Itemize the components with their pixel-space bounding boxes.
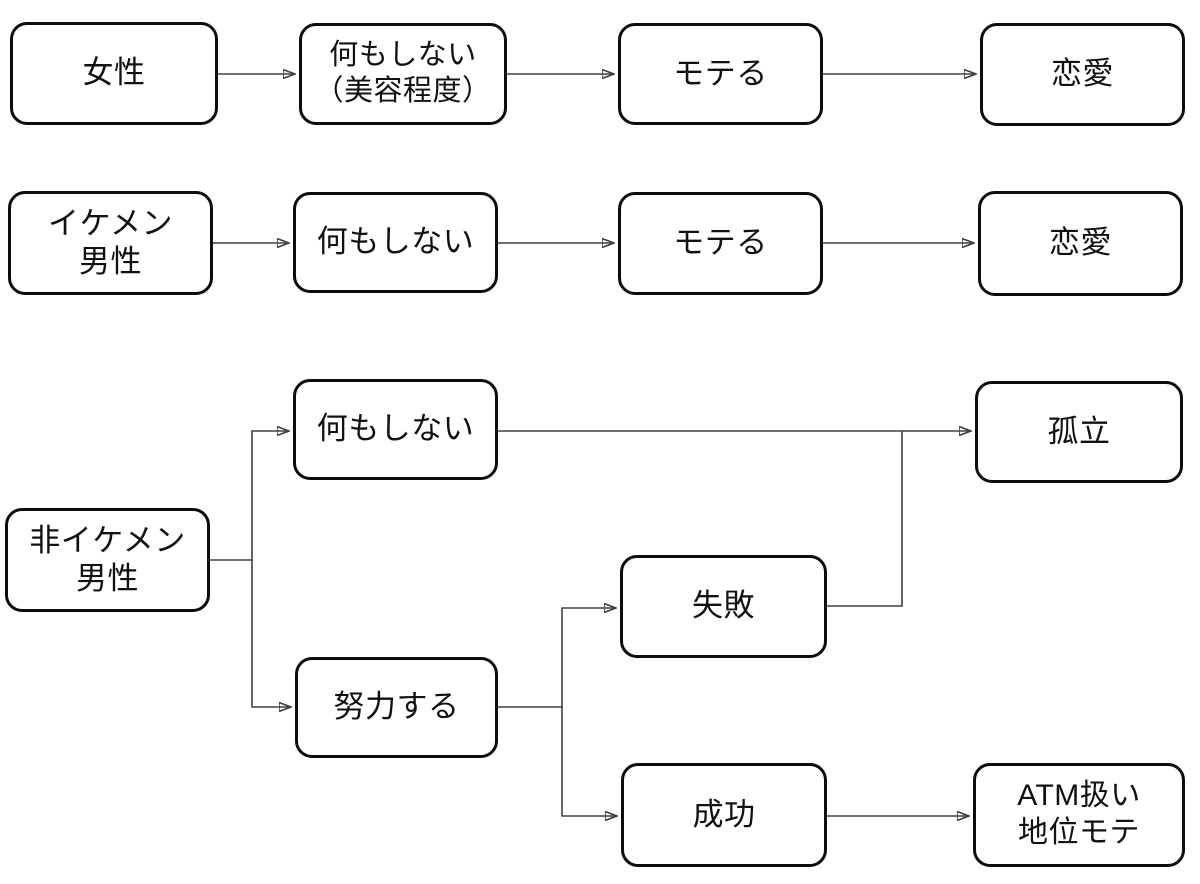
node-success: 成功 — [621, 763, 827, 867]
node-woman: 女性 — [10, 22, 218, 125]
node-do-nothing-beauty: 何もしない （美容程度） — [299, 23, 507, 125]
node-isolation: 孤立 — [975, 381, 1183, 483]
node-popular-row1: モテる — [618, 23, 823, 125]
node-failure: 失敗 — [620, 555, 827, 658]
node-popular-row2: モテる — [618, 192, 823, 295]
node-romance-row2: 恋愛 — [978, 191, 1183, 296]
node-do-nothing-row3: 何もしない — [293, 379, 498, 480]
edge-hiikemen-to-nothing — [210, 431, 288, 561]
node-non-handsome-man: 非イケメン 男性 — [5, 508, 210, 612]
node-do-nothing-row2: 何もしない — [293, 192, 498, 293]
edge-doryoku-to-seiko — [561, 707, 616, 816]
node-make-effort: 努力する — [295, 657, 498, 758]
edge-shippai-merge-line — [827, 431, 903, 607]
edge-doryoku-to-shippai — [498, 608, 615, 708]
node-atm-status: ATM扱い 地位モテ — [973, 763, 1185, 867]
edge-hiikemen-to-doryoku — [251, 560, 290, 707]
node-handsome-man: イケメン 男性 — [8, 191, 213, 295]
node-romance-row1: 恋愛 — [980, 23, 1185, 126]
